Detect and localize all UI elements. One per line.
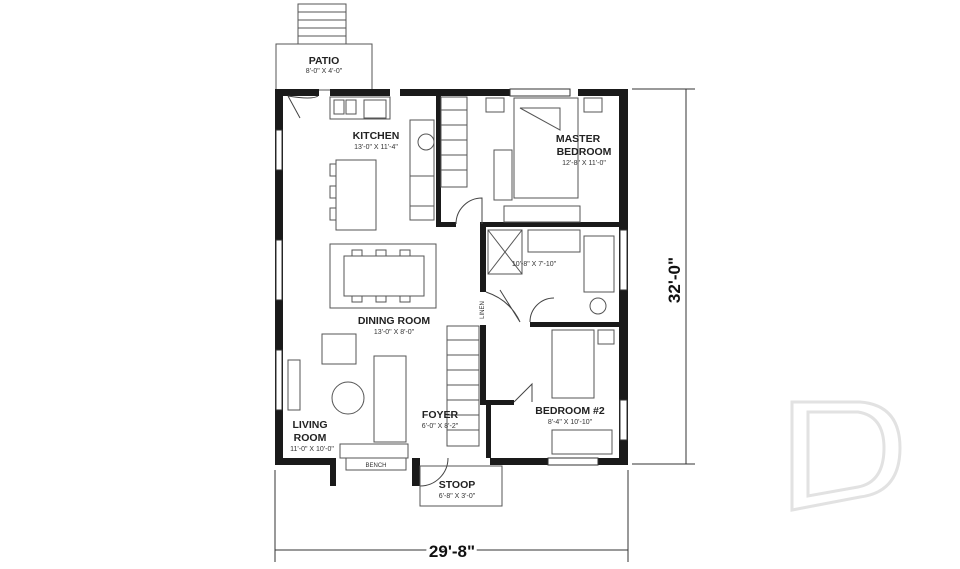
watermark-logo bbox=[790, 400, 902, 512]
master-label-2: BEDROOM bbox=[557, 146, 612, 158]
kitchen-size: 13'-0" X 11'-4" bbox=[354, 144, 398, 151]
depth-dimension: 32'-0" bbox=[665, 257, 684, 303]
kitchen-label: KITCHEN bbox=[353, 130, 400, 142]
master-label-1: MASTER bbox=[556, 133, 601, 145]
interior-walls bbox=[436, 96, 620, 458]
bench-label: BENCH bbox=[365, 463, 386, 469]
kitchen-fixtures bbox=[329, 96, 435, 231]
staircase bbox=[440, 96, 480, 447]
stoop bbox=[419, 465, 503, 507]
windows bbox=[275, 88, 628, 466]
dining-table bbox=[329, 243, 437, 309]
master-size: 12'-8" X 11'-0" bbox=[562, 160, 606, 167]
patio-label: PATIO bbox=[309, 55, 340, 67]
bedroom2-label: BEDROOM #2 bbox=[535, 405, 605, 417]
foyer-size: 6'-0" X 8'-2" bbox=[422, 423, 459, 430]
dining-size: 13'-0" X 8'-0" bbox=[374, 329, 415, 336]
linen-label: LINEN bbox=[480, 301, 486, 319]
depth-dimension-line bbox=[632, 88, 695, 465]
living-size: 11'-0" X 10'-0" bbox=[290, 446, 334, 453]
width-dimension: 29'-8" bbox=[429, 542, 475, 561]
width-dimension-line bbox=[274, 470, 629, 562]
stoop-size: 6'-8" X 3'-0" bbox=[439, 493, 476, 500]
living-label-2: ROOM bbox=[294, 432, 327, 444]
dining-label: DINING ROOM bbox=[358, 315, 431, 327]
doors bbox=[287, 95, 555, 487]
master-furniture bbox=[485, 97, 603, 223]
living-furniture bbox=[287, 333, 409, 459]
bench bbox=[345, 457, 407, 471]
bedroom2-furniture bbox=[551, 329, 615, 455]
bedroom2-size: 8'-4" X 10'-10" bbox=[548, 419, 593, 426]
foyer-label: FOYER bbox=[422, 409, 459, 421]
living-label-1: LIVING bbox=[292, 419, 327, 431]
patio-size: 8'-0" X 4'-0" bbox=[306, 68, 343, 75]
bath-fixtures bbox=[487, 229, 615, 315]
patio bbox=[275, 43, 373, 91]
patio-stairs bbox=[297, 3, 347, 45]
stoop-label: STOOP bbox=[439, 479, 476, 491]
bath-size: 10'-8" X 7'-10" bbox=[512, 261, 557, 268]
